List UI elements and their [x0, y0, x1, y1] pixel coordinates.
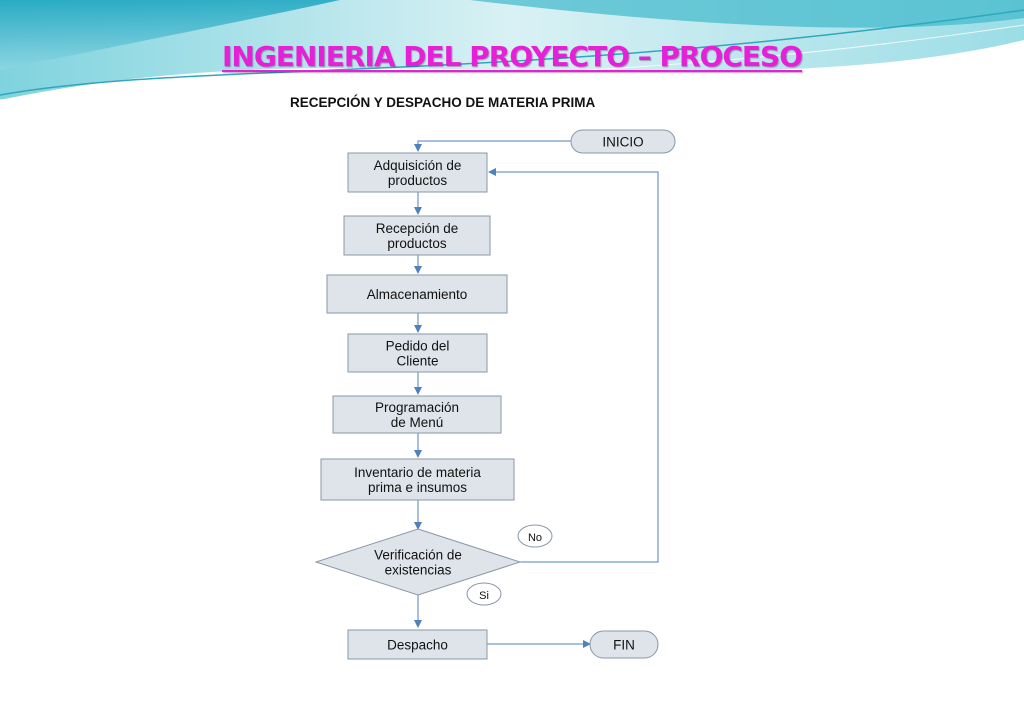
decision-diamond	[314, 528, 522, 596]
process-box-6-text: prima e insumos	[368, 480, 467, 495]
connectors	[414, 140, 659, 648]
process-box-3	[326, 274, 508, 314]
process-box-4	[347, 333, 488, 373]
process-box-1-text: Adquisición de	[374, 158, 462, 173]
process-box-6	[320, 458, 515, 501]
connector-no-loop	[488, 168, 659, 563]
process-box-5-text: Programación	[375, 400, 459, 415]
dispatch-text: Despacho	[387, 638, 448, 653]
end-terminator	[589, 630, 659, 659]
branch-no-bubble	[517, 524, 553, 548]
start-terminator	[570, 129, 676, 154]
process-box-6-text: Inventario de materia	[354, 465, 481, 480]
process-box-2	[343, 215, 491, 256]
branch-yes-bubble	[466, 582, 502, 606]
process-box-1-text: productos	[388, 173, 448, 188]
process-box-2-text: productos	[387, 236, 447, 251]
decision-text: Verificación de	[374, 548, 462, 563]
process-box-3-text: Almacenamiento	[367, 287, 468, 302]
start-text: INICIO	[602, 135, 643, 150]
process-box-4-text: Cliente	[396, 354, 438, 369]
decision-text: existencias	[385, 563, 452, 578]
connector-start	[414, 140, 571, 152]
dispatch-box	[347, 629, 488, 660]
branch-yes-text: Si	[479, 590, 489, 602]
diagram-subtitle: RECEPCIÓN Y DESPACHO DE MATERIA PRIMA	[290, 95, 596, 110]
process-box-5	[332, 395, 502, 434]
process-box-4-text: Pedido del	[386, 339, 450, 354]
process-box-1	[347, 152, 488, 193]
end-text: FIN	[613, 638, 635, 653]
process-box-2-text: Recepción de	[376, 221, 459, 236]
slide-title: INGENIERIA DEL PROYECTO – PROCESO	[221, 40, 803, 73]
process-box-5-text: de Menú	[391, 415, 444, 430]
branch-no-text: No	[528, 532, 542, 544]
